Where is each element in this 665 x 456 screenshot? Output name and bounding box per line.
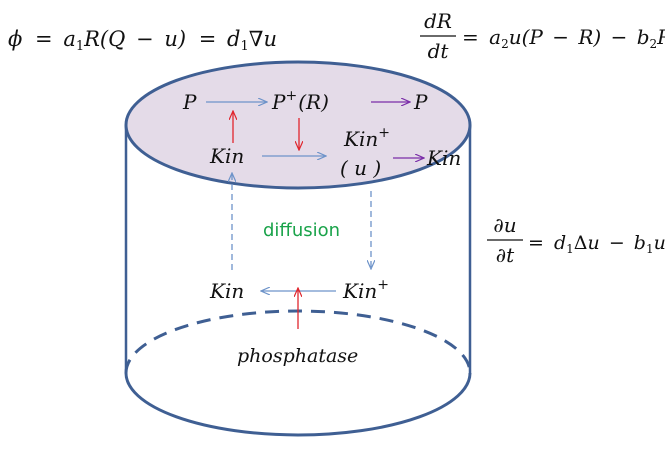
p-out-label: P — [413, 90, 428, 114]
kin-plus-bottom-label: Kin+ — [342, 277, 389, 303]
dRdt-rhs: = a2u(P − R) − b2R — [462, 25, 665, 51]
dudt-rhs: = d1Δu − b1u — [528, 232, 665, 256]
dudt-equation: ∂u ∂t = d1Δu − b1u — [487, 213, 665, 267]
u-label: ( u ) — [340, 156, 381, 180]
kin-label: Kin — [209, 144, 244, 168]
dudt-numerator: ∂u — [493, 213, 516, 237]
p-plus-r-label: P+(R) — [271, 88, 329, 114]
kin-out-label: Kin — [426, 146, 461, 170]
diffusion-label: diffusion — [263, 220, 340, 241]
flux-equation: ϕ = a1R(Q − u) = d1∇u — [8, 27, 277, 54]
dRdt-denominator: dt — [428, 39, 450, 63]
phosphatase-label: phosphatase — [237, 345, 358, 367]
dudt-denominator: ∂t — [496, 243, 515, 267]
cylinder — [124, 60, 472, 437]
kin-bottom-label: Kin — [209, 279, 244, 303]
kin-plus-label: Kin+ — [343, 125, 390, 151]
cytosol-reactions: diffusion Kin Kin+ phosphatase — [209, 173, 389, 367]
dRdt-numerator: dR — [424, 9, 452, 33]
dRdt-equation: dR dt = a2u(P − R) − b2R — [420, 9, 665, 63]
p-label: P — [182, 90, 197, 114]
membrane-top-ellipse — [124, 60, 472, 190]
cylinder-bottom-front-arc — [124, 372, 472, 437]
membrane-reactions: P P+(R) P Kin Kin+ ( u ) Kin — [182, 88, 461, 180]
